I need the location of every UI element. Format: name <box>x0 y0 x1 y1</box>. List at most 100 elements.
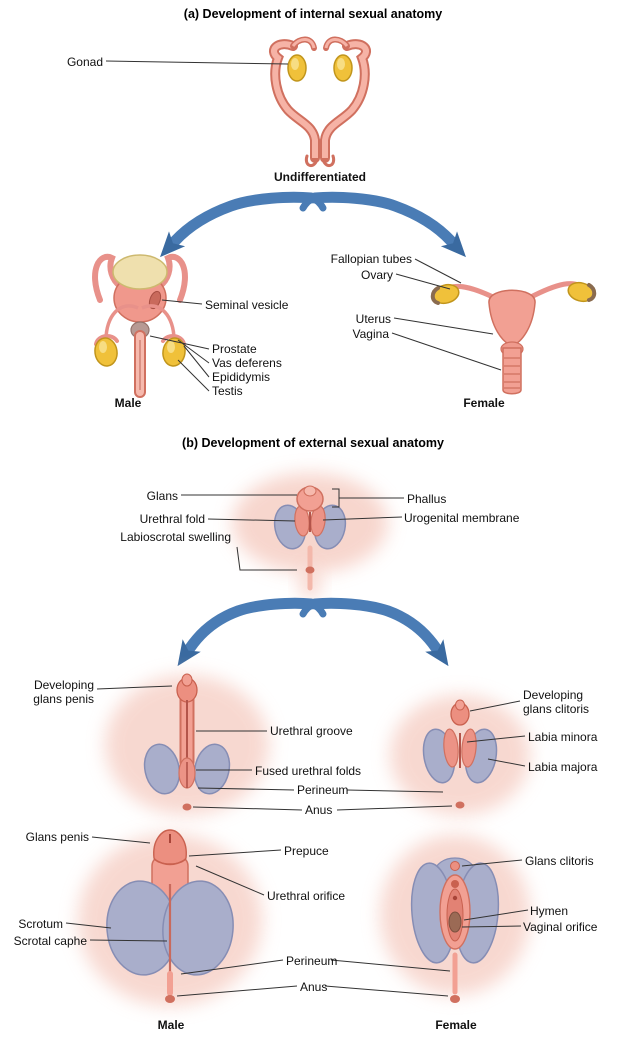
leader-urethral-orifice <box>195 865 265 896</box>
label-gonad: Gonad <box>66 55 103 69</box>
leader-perineum-final-left <box>180 959 284 975</box>
label-hymen: Hymen <box>530 904 569 918</box>
leader-ovary <box>395 273 451 290</box>
label-ovary: Ovary <box>360 268 393 282</box>
scrotal-swelling-left <box>143 743 181 795</box>
label-labioscrotal-swelling: Labioscrotal swelling <box>120 530 231 544</box>
anus-dot <box>450 995 460 1003</box>
leader-vas-deferens <box>177 339 210 364</box>
leader-gonad <box>105 60 289 65</box>
leader-vagina <box>391 332 502 371</box>
label-undifferentiated: Undifferentiated <box>273 170 367 184</box>
leader-uterus <box>393 317 494 335</box>
leader-anus-right <box>336 805 453 811</box>
leader-labioscrotal-swelling <box>236 546 297 571</box>
leader-glans-clitoris <box>461 859 523 867</box>
final-male-external-figure <box>78 829 262 1006</box>
developing-male-external-figure <box>105 673 269 815</box>
section-a-title: (a) Development of internal sexual anato… <box>183 7 443 21</box>
leader-epididymis <box>183 345 210 378</box>
epididymis-left <box>94 334 119 346</box>
anus-dot <box>455 801 465 809</box>
leader-vaginal-orifice <box>461 925 522 928</box>
label-testis: Testis <box>212 384 243 398</box>
vas-deferens-right <box>141 304 176 341</box>
leader-glans-penis <box>91 836 151 844</box>
label-anus-final: Anus <box>300 980 328 994</box>
label-vagina: Vagina <box>352 327 389 341</box>
leader-anus-final-left <box>176 985 298 997</box>
undifferentiated-external-figure <box>232 473 388 599</box>
label-scrotal-caphe: Scrotal caphe <box>13 934 87 948</box>
label-scrotum: Scrotum <box>18 917 63 931</box>
bladder <box>112 254 168 290</box>
final-female-external-figure <box>380 835 530 1003</box>
label-fallopian-tubes: Fallopian tubes <box>330 252 412 266</box>
section-b-title: (b) Development of external sexual anato… <box>182 436 444 450</box>
label-urogenital-membrane: Urogenital membrane <box>404 511 520 525</box>
scrotum-right <box>162 880 234 976</box>
label-uterus: Uterus <box>355 312 391 326</box>
leader-prepuce <box>188 849 282 857</box>
vaginal-orifice-shape <box>448 911 462 933</box>
caption-male-external: Male <box>157 1018 185 1032</box>
label-urethral-fold: Urethral fold <box>139 512 205 526</box>
vas-deferens-left <box>104 304 139 341</box>
leader-prostate <box>149 335 210 350</box>
leader-lines-developing <box>96 685 526 811</box>
leader-anus-final-right <box>324 985 449 997</box>
label-prostate: Prostate <box>212 342 257 356</box>
leader-scrotal-caphe <box>89 939 168 942</box>
prepuce-edge <box>153 858 187 866</box>
label-anus-developing: Anus <box>305 803 333 817</box>
label-labia-majora: Labia majora <box>528 760 598 774</box>
label-epididymis: Epididymis <box>212 370 271 384</box>
leader-labia-minora <box>466 735 526 743</box>
leader-urethral-fold <box>207 518 296 522</box>
label-urethral-groove: Urethral groove <box>270 724 353 738</box>
female-internal-figure <box>430 281 597 395</box>
caption-male-internal: Male <box>114 396 142 410</box>
leader-seminal-vesicle <box>161 299 203 305</box>
label-perineum-developing: Perineum <box>297 783 349 797</box>
leader-lines-undiff-external <box>181 488 404 571</box>
leader-lines-section-a <box>105 60 502 392</box>
labia-minora-right <box>461 728 477 768</box>
label-vas-deferens: Vas deferens <box>212 356 282 370</box>
leader-perineum-final-right <box>330 959 451 972</box>
label-developing-glans-clitoris: Developing glans clitoris <box>523 688 590 716</box>
split-arrow-internal <box>160 191 466 258</box>
label-labia-minora: Labia minora <box>528 730 598 744</box>
phallus-bracket <box>332 488 340 508</box>
label-glans: Glans <box>146 489 178 503</box>
leader-lines-final <box>65 836 529 997</box>
leader-labia-majora <box>487 758 526 767</box>
male-internal-figure <box>92 253 188 398</box>
leader-hymen <box>463 909 529 921</box>
urethral-orifice-dot <box>452 895 458 901</box>
leader-perineum-right <box>346 789 444 793</box>
glans-clitoris-shape <box>451 880 459 888</box>
leader-anus-left <box>192 806 303 811</box>
leader-scrotum <box>65 922 112 929</box>
caption-female-internal: Female <box>463 396 505 410</box>
leader-perineum-left <box>197 787 295 791</box>
uterus-shape <box>488 289 536 347</box>
label-developing-glans-penis: Developing glans penis <box>33 678 94 706</box>
label-perineum-final: Perineum <box>286 954 338 968</box>
split-arrow-external <box>177 597 449 667</box>
undifferentiated-internal-figure <box>269 36 371 168</box>
anus-dot <box>305 566 315 574</box>
label-urethral-orifice: Urethral orifice <box>267 889 346 903</box>
label-glans-clitoris: Glans clitoris <box>525 854 594 868</box>
scrotal-swelling-right <box>193 743 231 795</box>
labia-minora-left <box>443 728 459 768</box>
anus-dot <box>165 995 175 1003</box>
label-phallus: Phallus <box>407 492 447 506</box>
leader-developing-glans-clitoris <box>469 700 521 712</box>
caption-female-external: Female <box>435 1018 477 1032</box>
leader-fallopian-tubes <box>414 258 462 284</box>
label-fused-urethral-folds: Fused urethral folds <box>255 764 362 778</box>
